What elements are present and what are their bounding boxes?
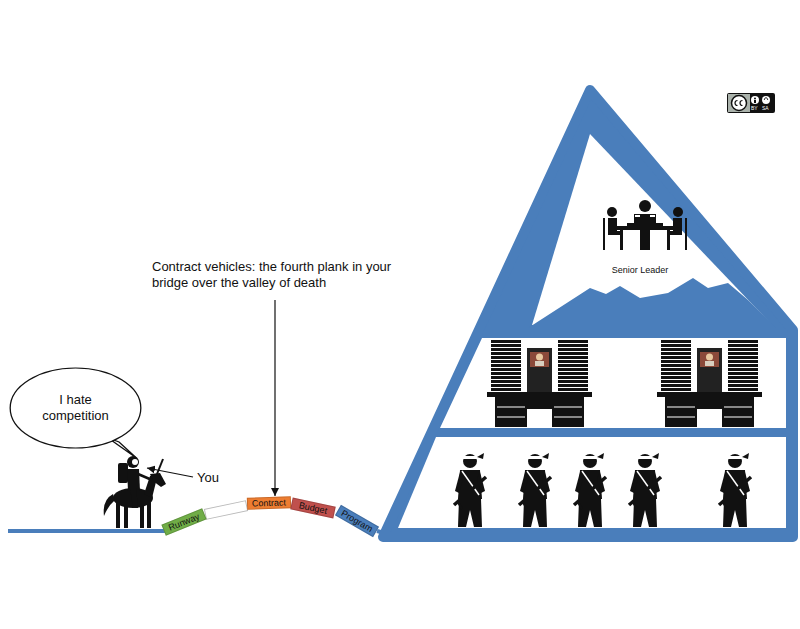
speech-text: I hate competition xyxy=(33,392,119,423)
desk-icon xyxy=(657,340,762,427)
soldier-icon xyxy=(629,453,661,527)
license-badge xyxy=(727,93,775,113)
ground-line xyxy=(8,529,166,533)
unicorn-rider xyxy=(104,456,166,528)
license-text: SA xyxy=(762,105,769,111)
desk-icon xyxy=(487,340,592,427)
plank-label: Contract xyxy=(252,497,286,509)
license-text: BY xyxy=(751,105,758,111)
callout-line xyxy=(274,300,275,496)
bridge-plank: Runway xyxy=(161,508,206,536)
pointer-line xyxy=(147,468,193,477)
blank-plank xyxy=(204,501,247,520)
summit-outline xyxy=(528,128,792,328)
soldier-icon xyxy=(719,453,751,527)
pyramid xyxy=(383,90,793,537)
plank-label: Runway xyxy=(167,511,201,533)
middle-level xyxy=(440,338,786,428)
soldier-icon xyxy=(454,453,486,527)
bridge-plank: Contract xyxy=(247,496,291,510)
bridge-plank: Program xyxy=(335,505,379,537)
pointer-label: You xyxy=(197,470,219,486)
top-level: Senior Leader xyxy=(528,128,792,328)
level-label: Senior Leader xyxy=(610,265,671,276)
speech-bubble: I hate competition xyxy=(8,366,143,450)
plank-label: Program xyxy=(339,508,374,535)
soldier-icon xyxy=(519,453,551,527)
bottom-level xyxy=(398,437,786,528)
bridge-plank: Budget xyxy=(290,498,336,519)
callout-text: Contract vehicles: the fourth plank in y… xyxy=(152,259,404,292)
soldier-icon xyxy=(574,453,606,527)
plank-label: Budget xyxy=(298,500,328,517)
